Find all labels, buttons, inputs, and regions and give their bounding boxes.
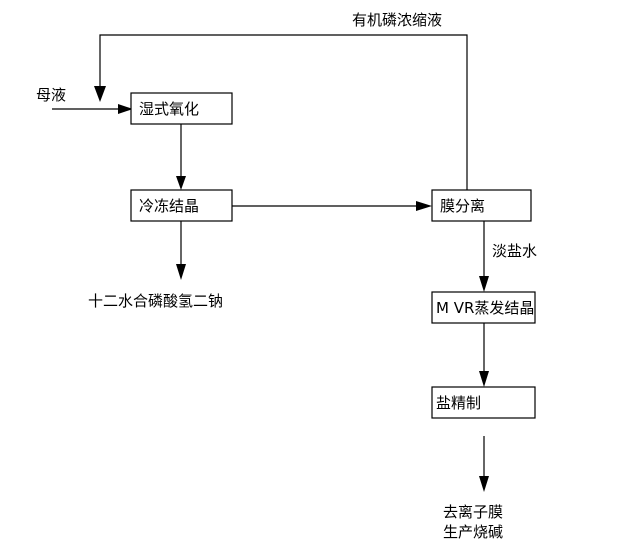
label-product-line1: 去离子膜 [443,503,503,521]
label-mother-liquor: 母液 [36,86,66,104]
node-freeze-crystallization: 冷冻结晶 [130,189,233,222]
node-salt-refining-label: 盐精制 [436,394,481,412]
mother-liquor-arrowhead [118,104,133,114]
oxidation-to-freeze-arrowhead [176,176,186,190]
node-membrane-separation: 膜分离 [431,189,532,222]
node-wet-oxidation: 湿式氧化 [130,92,233,125]
label-organic-phosphine-concentrate: 有机磷浓缩液 [352,11,442,29]
label-dilute-brine: 淡盐水 [492,242,537,260]
mvr-to-refining-arrowhead [479,371,489,387]
freeze-to-product-arrowhead [176,264,186,280]
freeze-to-membrane-arrowhead [416,201,432,211]
label-product-line2: 生产烧碱 [443,523,503,541]
node-freeze-crystallization-label: 冷冻结晶 [139,197,199,215]
membrane-to-mvr-arrowhead [479,276,489,292]
refining-to-product-arrowhead [479,476,489,492]
node-membrane-separation-label: 膜分离 [440,197,485,215]
node-mvr-crystallization-label: M VR蒸发结晶 [436,299,534,317]
node-salt-refining: 盐精制 [431,386,536,419]
label-product-disodium-phosphate: 十二水合磷酸氢二钠 [88,292,223,310]
node-wet-oxidation-label: 湿式氧化 [139,100,199,118]
recycle-line [99,34,468,191]
recycle-arrowhead [94,86,106,102]
node-mvr-crystallization: M VR蒸发结晶 [431,291,536,324]
